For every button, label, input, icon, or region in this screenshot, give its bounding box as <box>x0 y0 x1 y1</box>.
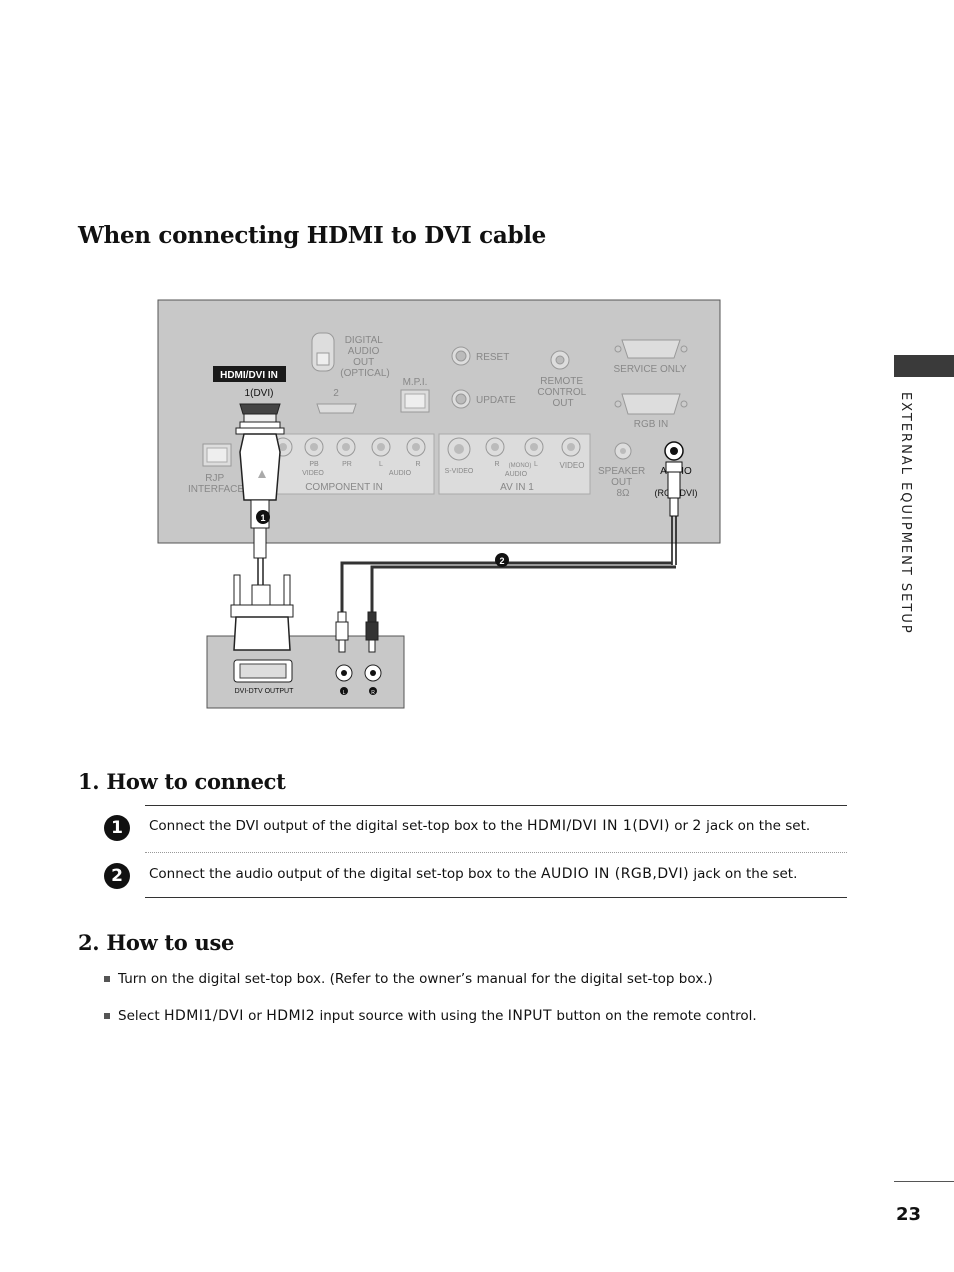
remote-control-out-label: REMOTE CONTROL OUT <box>537 376 588 409</box>
rgb-in-label: RGB IN <box>634 419 668 430</box>
stb-r-label: R <box>371 690 375 696</box>
hdmi-2-label: 2 <box>333 388 339 399</box>
step-2-text: Connect the audio output of the digital … <box>149 866 798 882</box>
av-mono-label: (MONO) <box>509 463 532 469</box>
use-bullet-1: Turn on the digital set-top box. (Refer … <box>104 971 713 987</box>
audio-cable-tv-plug <box>665 461 683 565</box>
mpi-label: M.P.I. <box>403 377 428 388</box>
bullet-square-icon <box>104 1013 110 1019</box>
how-to-use-heading: 2. How to use <box>78 930 235 955</box>
hdmi2-keyword: HDMI2 <box>266 1008 316 1024</box>
callout-1-badge <box>256 510 270 524</box>
side-section-label: EXTERNAL EQUIPMENT SETUP <box>898 392 913 635</box>
service-only-label: SERVICE ONLY <box>614 364 687 375</box>
hdmi-dvi-in-label: HDMI/DVI IN <box>220 370 278 381</box>
speaker-out-label: SPEAKER OUT 8Ω <box>598 466 648 499</box>
page-title: When connecting HDMI to DVI cable <box>78 222 547 249</box>
av-r-label: R <box>494 461 499 468</box>
connection-diagram: HDMI/DVI IN 1(DVI) 2 DIGITAL AUDIO OUT (… <box>157 299 721 709</box>
av-in-jacks <box>447 437 581 461</box>
callout-1-label: 1 <box>260 513 265 523</box>
update-label: UPDATE <box>476 395 516 406</box>
comp-video-label: VIDEO <box>302 470 324 477</box>
comp-l-label: L <box>379 461 383 468</box>
how-to-connect-heading: 1. How to connect <box>78 769 286 794</box>
dvi-dtv-output-label: DVI-DTV OUTPUT <box>235 688 294 695</box>
step-1-badge: 1 <box>104 815 130 841</box>
hdmi-2-keyword: 2 <box>692 818 702 834</box>
audio-cable-left <box>340 561 672 612</box>
component-in-label: COMPONENT IN <box>305 482 383 493</box>
service-only-port <box>621 339 681 359</box>
digital-audio-out-label: DIGITAL AUDIO OUT (OPTICAL) <box>340 335 389 379</box>
s-video-label: S-VIDEO <box>445 468 474 475</box>
dvi-plug <box>230 574 294 651</box>
comp-r-label: R <box>415 461 420 468</box>
av-audio-label: AUDIO <box>505 471 528 478</box>
hdmi-dvi-in-keyword: HDMI/DVI IN 1(DVI) <box>526 818 670 834</box>
section-rule-top <box>145 805 847 806</box>
av-video-label: VIDEO <box>560 461 585 470</box>
hdmi-dvi-in-label-box <box>213 366 286 382</box>
hdmi-1-port <box>239 403 281 415</box>
rca-plug-left <box>335 611 349 653</box>
reset-label: RESET <box>476 352 509 363</box>
bullet-square-icon <box>104 976 110 982</box>
section-tab-marker <box>894 355 954 377</box>
callout-2-label: 2 <box>499 556 504 566</box>
rgb-in-port <box>621 393 681 415</box>
step-2-badge: 2 <box>104 863 130 889</box>
comp-pb-label: PB <box>309 461 319 468</box>
stb-l-label: L <box>343 690 346 696</box>
use-bullet-2: Select HDMI1/DVI or HDMI2 input source w… <box>104 1008 757 1024</box>
av-l-label: L <box>534 461 538 468</box>
callout-2-badge <box>495 553 509 567</box>
hdmi-2-port <box>316 403 357 414</box>
hdmi1-dvi-keyword: HDMI1/DVI <box>163 1008 244 1024</box>
comp-pr-label: PR <box>342 461 352 468</box>
av-in-1-label: AV IN 1 <box>500 482 534 493</box>
section-rule-bottom <box>145 897 847 898</box>
step-divider <box>145 852 847 853</box>
page-number: 23 <box>896 1204 922 1225</box>
rjp-interface-label: RJP INTERFACE <box>188 473 244 495</box>
input-keyword: INPUT <box>507 1008 553 1024</box>
step-1-text: Connect the DVI output of the digital se… <box>149 818 811 834</box>
rca-plug-right <box>365 611 379 653</box>
comp-audio-label: AUDIO <box>389 470 412 477</box>
audio-cable-right <box>370 565 676 612</box>
footer-rule <box>894 1181 954 1182</box>
hdmi-1-dvi-label: 1(DVI) <box>245 388 274 399</box>
audio-in-keyword: AUDIO IN (RGB,DVI) <box>540 866 690 882</box>
